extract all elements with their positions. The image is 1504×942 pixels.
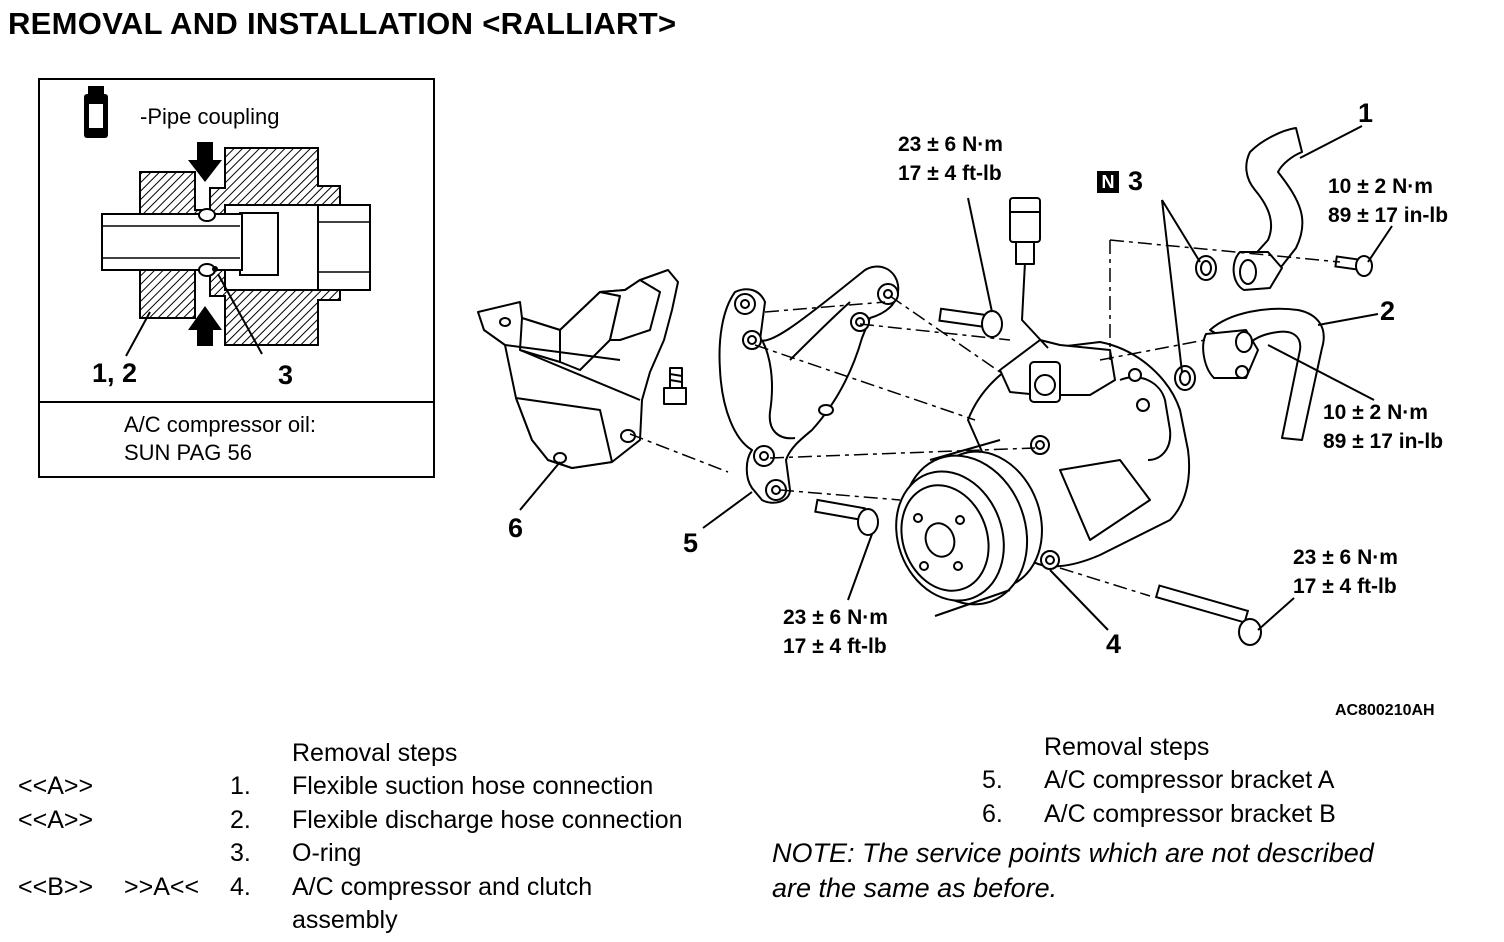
step-number: 3. [230,839,251,867]
step-text: Flexible discharge hose connection [292,805,683,834]
step-row: 3. O-ring [18,837,738,871]
step-number: 1. [230,772,251,800]
inset-label-1-2: 1, 2 [92,358,138,388]
callout-4: 4 [1106,629,1122,659]
step-text: A/C compressor and clutch [292,872,593,901]
torque-line-imperial: 17 ± 4 ft-lb [783,635,887,658]
torque-top-center: 23 ± 6 N·m 17 ± 4 ft-lb [898,130,1003,188]
step-row: <<A>> 2. Flexible discharge hose connect… [18,804,738,838]
figure-id: AC800210AH [1335,702,1435,719]
discharge-hose-part [1202,307,1325,441]
callout-3: 3 [1128,166,1144,196]
callout-2: 2 [1380,296,1396,326]
oil-spec-line2: SUN PAG 56 [124,440,252,465]
torque-right-mid: 10 ± 2 N·m 89 ± 17 in-lb [1323,398,1443,456]
note: NOTE: The service points which are not d… [772,836,1374,906]
torque-line-imperial: 89 ± 17 in-lb [1323,430,1444,453]
steps-right-header: Removal steps [1044,733,1210,761]
step-text-cont: assembly [292,906,398,934]
service-ref: <<A>> [18,805,94,834]
inset-box [38,78,435,478]
bolt-long [1154,584,1262,646]
inset-caption: -Pipe coupling [140,104,280,129]
torque-bottom-center: 23 ± 6 N·m 17 ± 4 ft-lb [783,603,888,661]
oil-bottle-icon [84,86,108,138]
torque-line-metric: 23 ± 6 N·m [783,606,888,629]
step-row: 5. A/C compressor bracket A [982,764,1462,798]
step-text: O-ring [292,839,362,867]
assembly-lines [629,239,1341,597]
callout-5: 5 [683,528,699,558]
leader-lines [519,125,1393,631]
note-line2: are the same as before. [772,873,1058,903]
suction-hose-part [1232,127,1304,291]
oil-spec-line1: A/C compressor oil: [124,412,316,437]
step-text: Flexible suction hose connection [292,772,654,800]
step-row: <<B>> >>A<< 4. A/C compressor and clutch… [18,871,738,938]
torque-line-metric: 23 ± 6 N·m [898,133,1003,156]
step-text: A/C compressor bracket A [1044,766,1335,794]
service-ref-install: >>A<< [124,872,200,901]
steps-left-list: <<A>> 1. Flexible suction hose connectio… [18,770,738,938]
torque-line-imperial: 89 ± 17 in-lb [1328,204,1449,227]
step-number: 2. [230,805,251,834]
n-badge-icon: N [1097,171,1119,193]
step-row: 6. A/C compressor bracket B [982,798,1462,832]
note-line1: NOTE: The service points which are not d… [772,838,1374,868]
step-row: <<A>> 1. Flexible suction hose connectio… [18,770,738,804]
bracket-b-part [477,269,687,469]
callout-6: 6 [508,513,524,543]
clutch-pulley-part [895,439,1043,617]
bolt-pipe [1334,255,1373,277]
steps-right-list: 5. A/C compressor bracket A 6. A/C compr… [982,764,1462,831]
torque-line-imperial: 17 ± 4 ft-lb [898,162,1002,185]
bolt-lower [814,498,879,536]
pipe-coupling-section [101,142,371,357]
step-number: 4. [230,872,251,901]
callout-1: 1 [1358,98,1374,128]
bracket-a-part [718,265,900,504]
torque-line-metric: 10 ± 2 N·m [1328,175,1433,198]
service-ref: <<B>> [18,872,94,901]
service-ref: <<A>> [18,772,94,800]
oil-spec: A/C compressor oil: SUN PAG 56 [124,411,316,467]
bolt-upper [938,307,1003,338]
page-title: REMOVAL AND INSTALLATION <RALLIART> [8,6,677,41]
torque-right-top: 10 ± 2 N·m 89 ± 17 in-lb [1328,172,1448,230]
inset-label-3: 3 [278,360,294,390]
torque-line-metric: 23 ± 6 N·m [1293,546,1398,569]
step-number: 5. [982,766,1003,794]
steps-left-header: Removal steps [292,739,458,767]
torque-bottom-right: 23 ± 6 N·m 17 ± 4 ft-lb [1293,543,1398,601]
torque-line-imperial: 17 ± 4 ft-lb [1293,575,1397,598]
step-number: 6. [982,799,1003,828]
o-ring-lower [1174,365,1196,391]
step-text: A/C compressor bracket B [1044,799,1336,828]
o-ring-upper [1195,255,1217,281]
torque-line-metric: 10 ± 2 N·m [1323,401,1428,424]
